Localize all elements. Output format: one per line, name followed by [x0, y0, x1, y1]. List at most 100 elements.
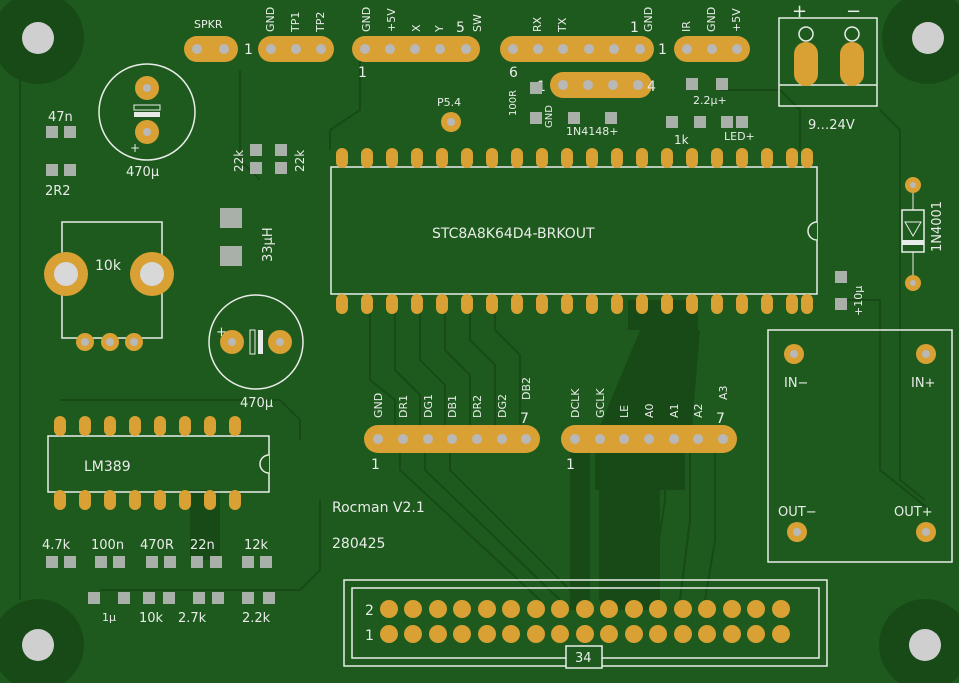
pin1-marker-joy: 1	[358, 65, 367, 81]
header-spkr	[184, 36, 238, 62]
smd-pad-diode-b	[605, 112, 617, 124]
label-vin-range: 9…24V	[808, 118, 855, 133]
smd-pad-1k-b	[694, 116, 706, 128]
smd-pad-led-a	[721, 116, 733, 128]
label-gnd-rgb: GND	[372, 393, 385, 418]
label-12k: 12k	[244, 538, 269, 553]
label-22k-left: 22k	[232, 150, 246, 172]
smd-pad-47n-b	[64, 126, 76, 138]
label-a0: A0	[643, 403, 656, 418]
label-vin-minus: −	[846, 1, 861, 22]
label-in-plus: IN+	[911, 376, 935, 391]
label-dr1: DR1	[397, 395, 410, 418]
main-ic	[330, 148, 818, 314]
label-gclk: GCLK	[594, 388, 607, 418]
pin1-marker-addr: 1	[566, 457, 575, 473]
label-y: Y	[433, 25, 446, 33]
label-22k-right: 22k	[293, 150, 307, 172]
label-100n: 100n	[91, 538, 124, 553]
label-pin34: 34	[575, 651, 592, 666]
pin7-marker-rgb: 7	[520, 411, 529, 427]
label-2r2: 2R2	[45, 184, 71, 199]
inductor-pad-b	[220, 246, 242, 266]
smd-pad-10u-a	[835, 271, 847, 283]
label-gnd-ir: GND	[705, 7, 718, 32]
label-47n: 47n	[48, 110, 73, 125]
label-5v-ir: +5V	[730, 8, 743, 32]
header-ir	[674, 36, 750, 62]
label-db2: DB2	[520, 377, 533, 400]
label-gnd-tp: GND	[264, 7, 277, 32]
header-joystick	[352, 36, 480, 62]
header-serial	[500, 36, 654, 62]
label-ir: IR	[680, 21, 693, 32]
label-5v-joy: +5V	[385, 8, 398, 32]
label-2k2: 2.2k	[242, 611, 271, 626]
header-tp	[258, 36, 334, 62]
smd-pad-22u-a	[686, 78, 698, 90]
power-terminal	[778, 17, 878, 107]
smd-pad-100r	[530, 82, 542, 94]
header-addr	[561, 425, 737, 453]
label-4k7: 4.7k	[42, 538, 71, 553]
lm389-ic	[47, 416, 270, 510]
label-1k: 1k	[674, 133, 689, 147]
header-small4	[550, 72, 652, 98]
label-a2: A2	[692, 403, 705, 418]
label-10u: +10µ	[852, 286, 865, 316]
label-22u: 2.2µ+	[693, 94, 727, 107]
pin6-marker-serial: 6	[509, 65, 518, 81]
label-470u-top: 470µ	[126, 165, 159, 180]
smd-pad-22u-b	[716, 78, 728, 90]
label-dg2: DG2	[496, 394, 509, 418]
label-gnd-serial: GND	[642, 7, 655, 32]
label-p54: P5.4	[437, 96, 461, 109]
pin1-marker-serial: 1	[630, 20, 639, 36]
electrolytic-cap-top	[98, 63, 196, 161]
label-1u: 1µ	[102, 611, 116, 624]
cap-mid-polarity: +	[216, 325, 227, 340]
label-100r: 100R	[508, 90, 519, 116]
ribbon-connector-34	[343, 579, 828, 669]
smd-pad-22k-b	[275, 144, 287, 156]
cap-top-polarity: +	[130, 141, 140, 155]
smd-pad-22k-c	[250, 162, 262, 174]
label-470r: 470R	[140, 538, 174, 553]
label-tx: TX	[556, 17, 569, 33]
pin1-marker-tp: 1	[244, 42, 253, 58]
label-10k: 10k	[139, 611, 164, 626]
smd-pad-1k-a	[666, 116, 678, 128]
label-db1: DB1	[446, 395, 459, 418]
label-in-minus: IN−	[784, 376, 808, 391]
header-rgb	[364, 425, 540, 453]
ic-title: STC8A8K64D4-BRKOUT	[432, 226, 595, 242]
project-name: Rocman V2.1	[332, 500, 425, 516]
pin2-marker-ribbon: 2	[365, 603, 374, 619]
label-sw: SW	[471, 14, 484, 32]
smd-pad-2r2-b	[64, 164, 76, 176]
label-spkr: SPKR	[194, 18, 223, 31]
smd-pad-22k-d	[275, 162, 287, 174]
smd-pad-led-b	[736, 116, 748, 128]
label-tp2: TP2	[314, 12, 327, 33]
smd-pad-100r-b	[530, 112, 542, 124]
label-out-minus: OUT−	[778, 505, 817, 520]
smd-pad-10u-b	[835, 298, 847, 310]
label-1n4148: 1N4148+	[566, 125, 618, 138]
pin7-marker-addr: 7	[716, 411, 725, 427]
electrolytic-cap-mid	[208, 294, 304, 390]
smd-pad-2r2-a	[46, 164, 58, 176]
diode-1n4001	[901, 177, 925, 291]
smd-pad-diode-a	[568, 112, 580, 124]
pin1-marker-rgb: 1	[371, 457, 380, 473]
label-33uh: 33µH	[261, 227, 276, 262]
pin1-marker-ribbon: 1	[365, 628, 374, 644]
pin1-marker-ir: 1	[658, 42, 667, 58]
smd-pad-47n-a	[46, 126, 58, 138]
label-led: LED+	[724, 130, 755, 143]
smd-pad-22k-a	[250, 144, 262, 156]
label-out-plus: OUT+	[894, 505, 933, 520]
inductor-pad-a	[220, 208, 242, 228]
label-pot-10k: 10k	[95, 258, 122, 274]
